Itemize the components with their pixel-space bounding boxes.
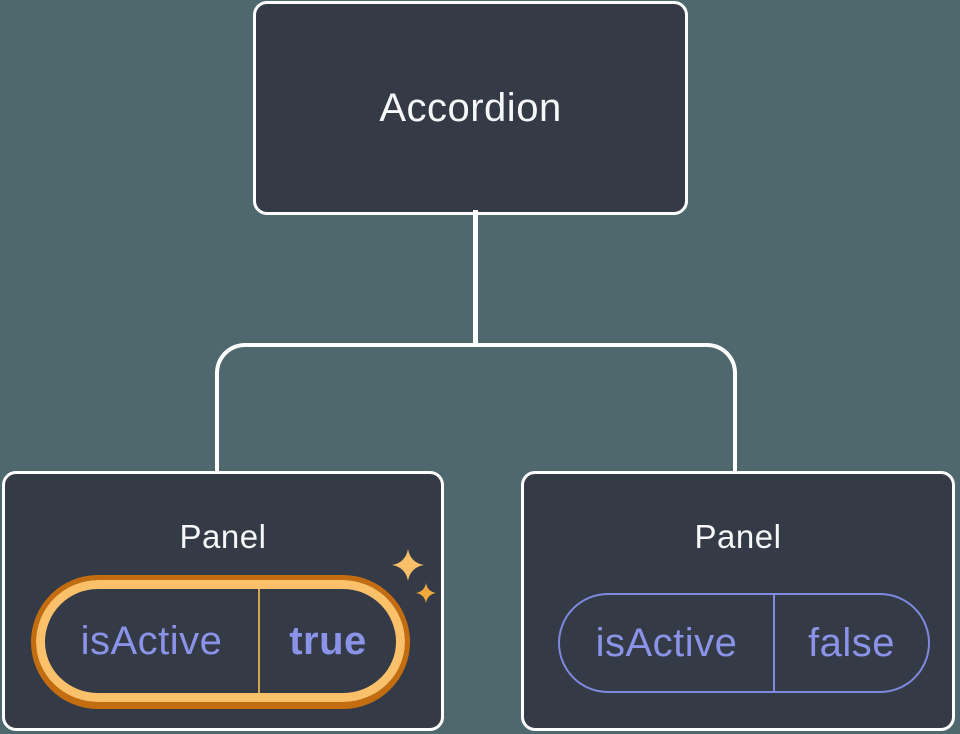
node-accordion: Accordion [253, 1, 688, 215]
sparkle-icon-small [416, 583, 436, 603]
sparkle-icon-large [392, 549, 424, 581]
prop-pill-highlighted: isActive true [31, 575, 410, 709]
prop-name: isActive [80, 618, 223, 663]
prop-pill-outline: isActive false [558, 593, 930, 693]
pill-divider [258, 589, 260, 693]
prop-name: isActive [595, 620, 738, 665]
pill-divider [773, 595, 775, 691]
node-panel-active: Panel isActive true [2, 471, 444, 731]
node-panel-inactive: Panel isActive false [521, 471, 955, 731]
panel-node-label: Panel [694, 518, 782, 555]
panel-node-label: Panel [179, 518, 267, 555]
prop-value: false [808, 620, 895, 665]
connector-stem [473, 210, 478, 347]
connector-branch [215, 343, 737, 471]
prop-value: true [289, 618, 367, 663]
accordion-node-label: Accordion [379, 85, 562, 130]
